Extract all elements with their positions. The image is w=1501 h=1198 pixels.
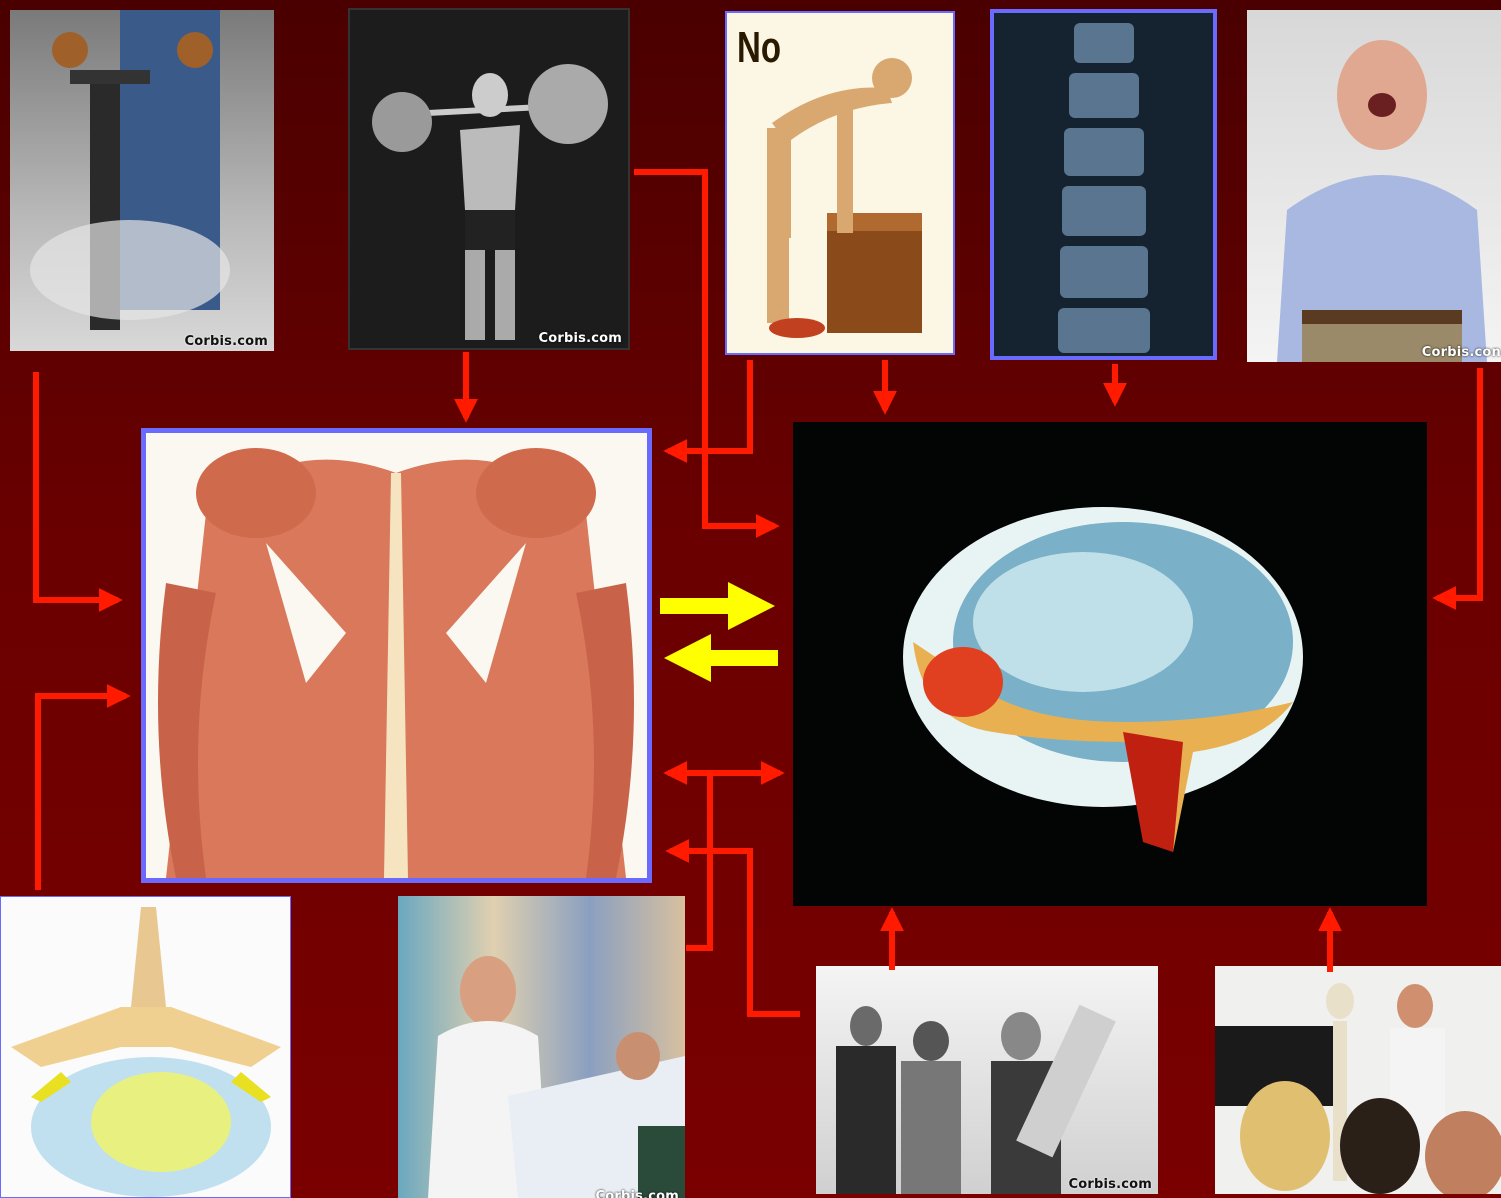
nurse-illustration <box>398 896 685 1198</box>
lecture-skeleton-photo <box>1215 966 1501 1194</box>
group-scene-illustration <box>816 966 1158 1194</box>
jackhammer-illustration <box>10 10 274 351</box>
corbis-credit: Corbis.com <box>538 331 622 346</box>
yellow-arrow-left <box>664 634 778 682</box>
lecture-illustration <box>1215 966 1501 1194</box>
arrow-painman-to-brain <box>1437 368 1480 598</box>
yellow-arrow-right <box>660 582 775 630</box>
arrow-posture-to-muscles <box>668 360 750 451</box>
yellow-bidirectional-arrows <box>660 582 778 682</box>
arrow-jackhammer-to-muscles <box>36 372 118 600</box>
pain-man-photo: Corbis.con <box>1247 10 1501 362</box>
arrow-vertebra-to-muscles <box>38 696 126 890</box>
vertebra-illustration <box>0 896 291 1198</box>
corbis-credit: Corbis.com <box>184 334 268 349</box>
back-muscles-illustration <box>141 428 652 883</box>
posture-no-label: No <box>737 23 781 73</box>
vertebra-drawing <box>1 897 291 1198</box>
muscles-drawing <box>146 433 647 878</box>
corbis-credit: Corbis.com <box>595 1189 679 1198</box>
spine-xray <box>990 9 1217 360</box>
group-scene-photo: Corbis.com <box>816 966 1158 1194</box>
nurse-patient-photo: Corbis.com <box>398 896 685 1198</box>
xray-spine <box>994 13 1213 356</box>
arrow-group-to-muscles <box>670 851 800 1014</box>
strongman-photo: Corbis.com <box>348 8 630 350</box>
corbis-credit: Corbis.con <box>1422 345 1501 360</box>
brain-drawing <box>793 422 1427 906</box>
jackhammer-photo: Corbis.com <box>10 10 274 351</box>
corbis-credit: Corbis.com <box>1068 1177 1152 1192</box>
posture-illustration: No <box>725 11 955 355</box>
brain-scan-image <box>793 422 1427 906</box>
pain-man-illustration <box>1247 10 1501 362</box>
strongman-illustration <box>350 10 630 350</box>
